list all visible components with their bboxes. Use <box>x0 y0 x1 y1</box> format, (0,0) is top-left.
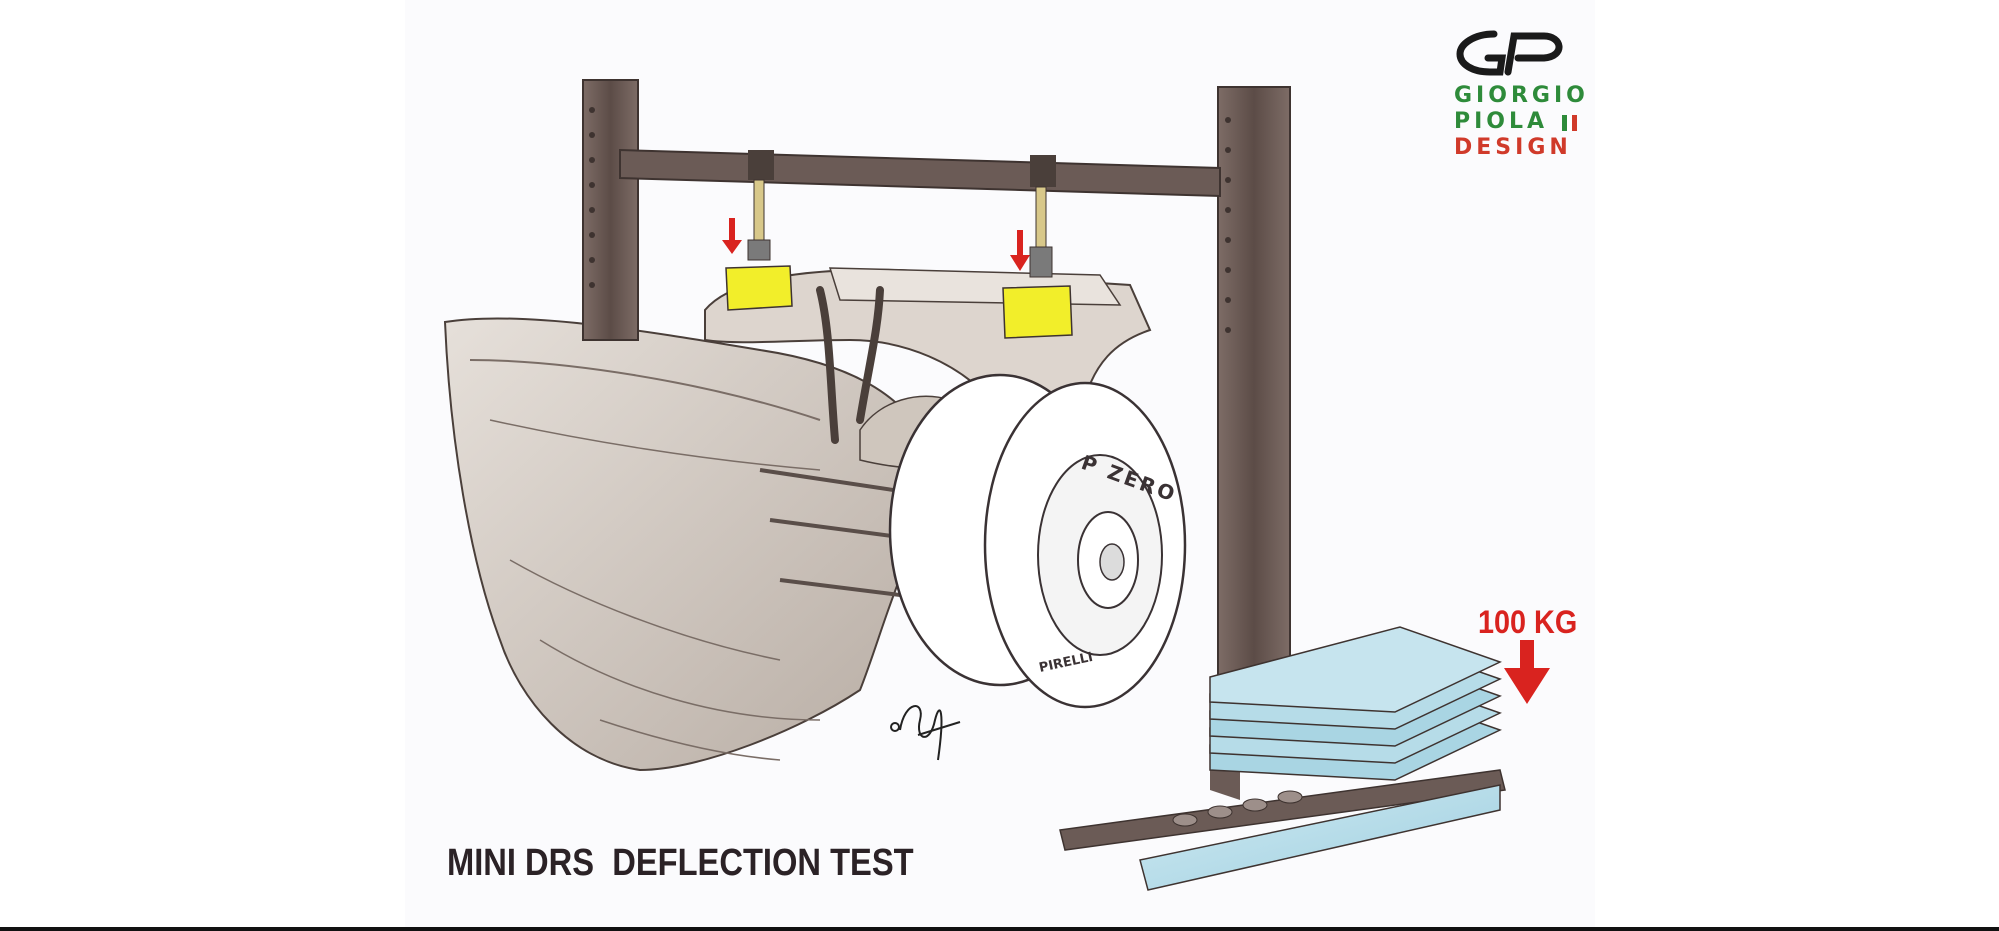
gp-monogram-icon <box>1456 30 1563 76</box>
artist-signature-icon <box>890 705 961 761</box>
down-arrow-right-icon <box>1010 230 1030 271</box>
logo-line-3: DESIGN <box>1454 135 1572 160</box>
down-arrow-left-icon <box>722 218 742 254</box>
logo-line-2: PIOLA <box>1454 109 1549 134</box>
load-pad-right <box>1002 285 1073 339</box>
load-actuator-right <box>1002 155 1073 339</box>
load-pad-left <box>725 265 793 311</box>
load-label: 100 KG <box>1478 604 1578 640</box>
rear-tyre: P ZERO PIRELLI <box>888 373 1187 709</box>
load-actuator-left <box>725 150 793 311</box>
italian-flag-icon <box>1562 115 1577 131</box>
car-bodywork <box>443 317 961 772</box>
logo: GIORGIO PIOLA DESIGN <box>1450 28 1585 168</box>
weight-stack <box>1059 626 1550 891</box>
caption: MINI DRS DEFLECTION TEST <box>447 842 914 884</box>
logo-line-1: GIORGIO <box>1454 83 1589 108</box>
bottom-rule <box>0 927 1999 931</box>
load-arrow-icon <box>1504 640 1550 704</box>
